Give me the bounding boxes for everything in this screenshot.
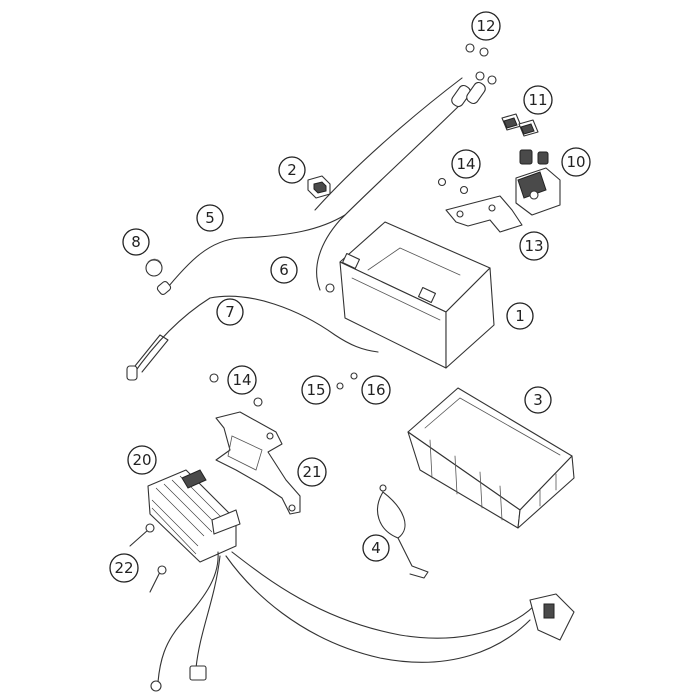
part-cable-7: [126, 295, 379, 381]
part-cable-6: [314, 77, 471, 293]
part-screws-12: [465, 43, 489, 57]
svg-text:2: 2: [287, 161, 297, 179]
svg-text:12: 12: [476, 17, 495, 35]
part-clip: [307, 175, 331, 199]
svg-text:11: 11: [528, 91, 547, 109]
part-cable-5: [156, 214, 346, 296]
callout-14-top: 14: [451, 149, 481, 179]
callout-8: 8: [122, 228, 150, 256]
part-strap: [377, 484, 429, 579]
callout-16: 16: [361, 375, 391, 405]
svg-text:10: 10: [566, 153, 585, 171]
callout-14-bottom: 14: [227, 365, 257, 395]
svg-text:7: 7: [225, 303, 235, 321]
svg-text:16: 16: [366, 381, 385, 399]
callout-22: 22: [109, 553, 139, 583]
svg-text:15: 15: [306, 381, 325, 399]
part-screw-15-16: [336, 372, 358, 390]
callout-21: 21: [297, 457, 327, 487]
part-terminal-lugs: [451, 71, 497, 108]
part-battery-tray: [407, 387, 575, 529]
callout-2: 2: [278, 156, 306, 184]
svg-text:13: 13: [524, 237, 543, 255]
part-cap: [145, 258, 163, 277]
part-bolts-22: [129, 523, 167, 593]
svg-text:5: 5: [205, 209, 215, 227]
callout-6: 6: [270, 256, 298, 284]
callout-10: 10: [561, 147, 591, 177]
svg-text:14: 14: [456, 155, 475, 173]
callout-1: 1: [506, 302, 534, 330]
part-regulator-bracket: [215, 411, 301, 515]
part-relay-bracket: [445, 195, 523, 233]
part-screws-14-bottom: [209, 373, 263, 407]
callout-7: 7: [216, 298, 244, 326]
callout-20: 20: [127, 445, 157, 475]
svg-text:22: 22: [114, 559, 133, 577]
svg-text:8: 8: [131, 233, 141, 251]
part-voltage-regulator: [147, 469, 241, 563]
part-battery: [339, 221, 495, 369]
part-regulator-harness: [150, 551, 575, 692]
svg-text:4: 4: [371, 539, 381, 557]
callout-13: 13: [519, 231, 549, 261]
callout-15: 15: [301, 375, 331, 405]
svg-text:20: 20: [132, 451, 151, 469]
svg-text:1: 1: [515, 307, 525, 325]
callout-4: 4: [362, 534, 390, 562]
svg-text:3: 3: [533, 391, 543, 409]
part-starter-relay: [515, 149, 561, 216]
callout-11: 11: [523, 85, 553, 115]
svg-text:6: 6: [279, 261, 289, 279]
svg-text:14: 14: [232, 371, 251, 389]
callout-12: 12: [471, 11, 501, 41]
part-screws-14-top: [437, 177, 469, 195]
svg-text:21: 21: [302, 463, 321, 481]
callout-5: 5: [196, 204, 224, 232]
part-fuses: [501, 113, 539, 137]
callout-3: 3: [524, 386, 552, 414]
